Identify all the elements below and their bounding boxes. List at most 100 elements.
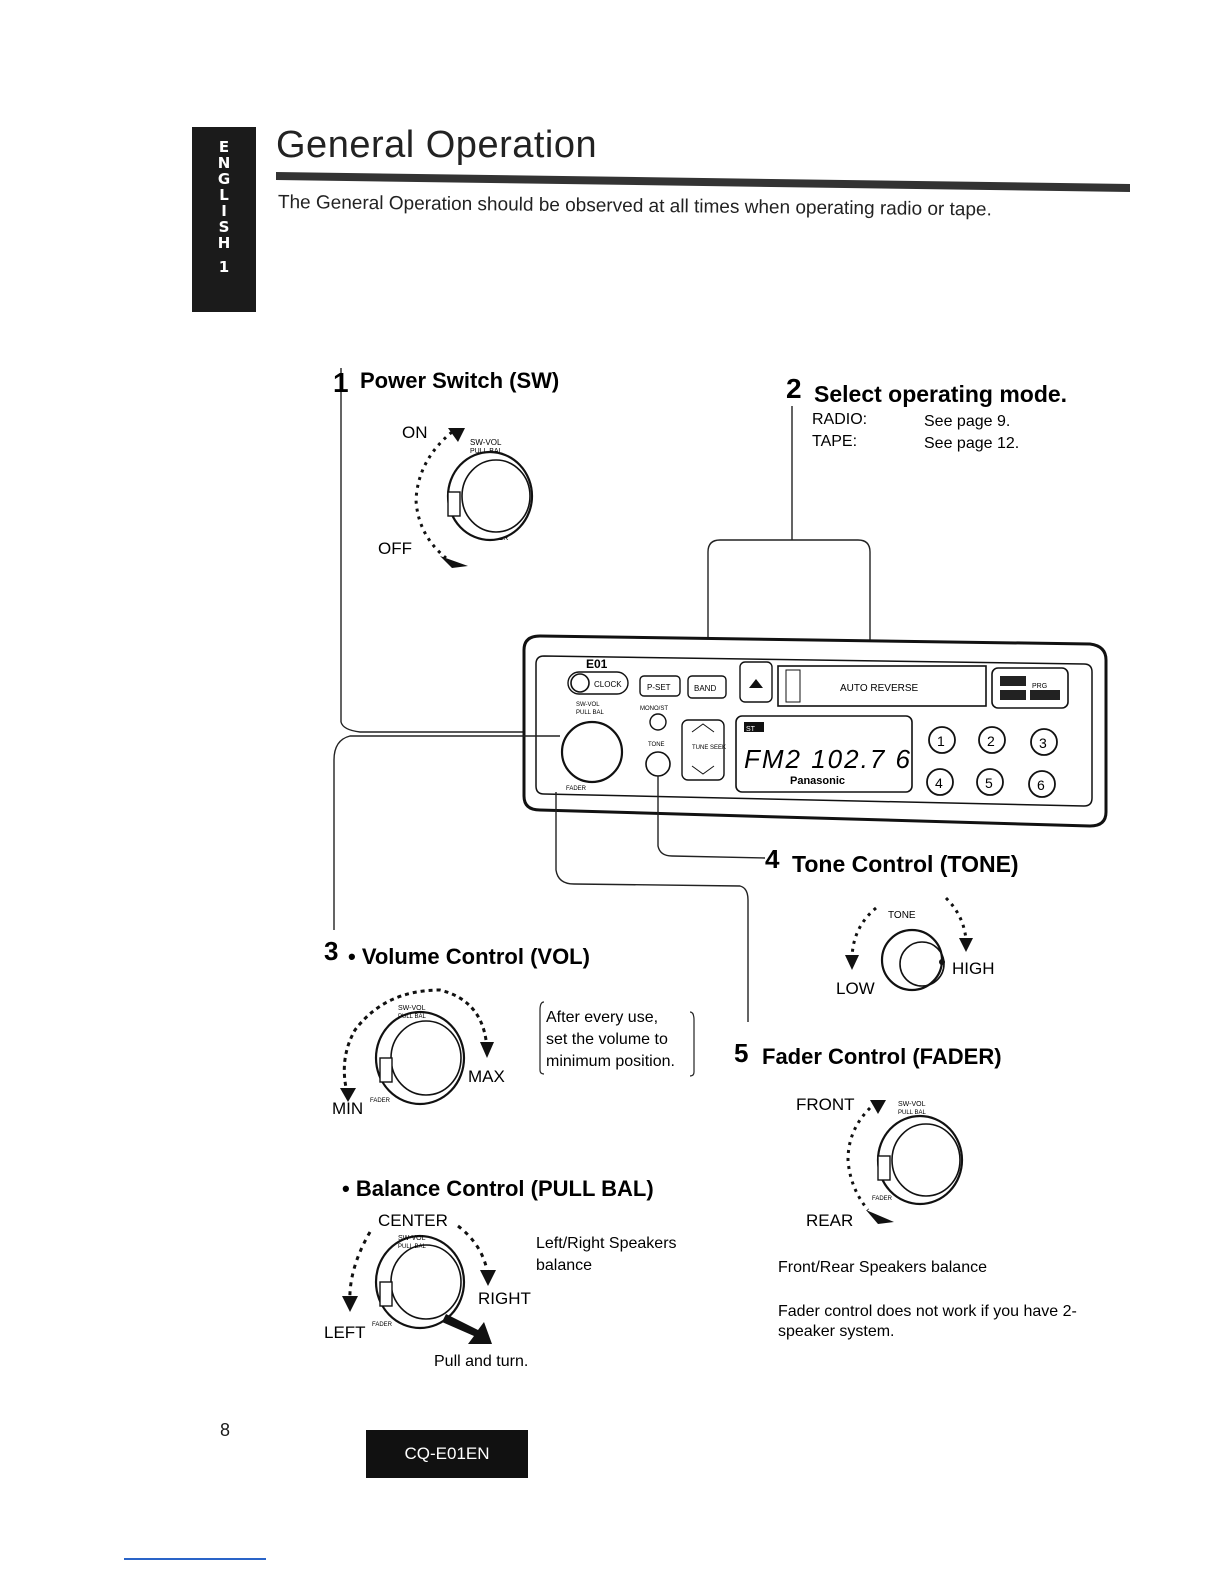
max-label: MAX — [468, 1067, 505, 1086]
high-label: HIGH — [952, 959, 995, 978]
step-number: 1 — [333, 367, 349, 398]
section-title: • Balance Control (PULL BAL) — [342, 1176, 654, 1201]
knob-label: PULL BAL — [898, 1110, 926, 1116]
fader-desc: Front/Rear Speakers balance — [778, 1259, 987, 1276]
balance-desc-line: balance — [536, 1257, 592, 1274]
arrow-icon — [480, 1270, 496, 1286]
fader-note-line: Fader control does not work if you have … — [778, 1303, 1077, 1320]
page-number: 8 — [220, 1420, 231, 1440]
preset-label: 5 — [985, 775, 993, 791]
preset-label: 6 — [1037, 777, 1045, 793]
select-mode-section: 2 Select operating mode. RADIO: See page… — [707, 373, 1067, 700]
front-label: FRONT — [796, 1095, 855, 1114]
knob-label: SW-VOL — [470, 438, 502, 447]
tone-knob-label: TONE — [888, 910, 916, 921]
knob-label: FADER — [370, 1098, 391, 1104]
step-title: Power Switch (SW) — [360, 368, 559, 393]
knob-label: PULL BAL — [398, 1244, 426, 1250]
tab-letter: H — [217, 234, 231, 252]
mode-label: TAPE: — [812, 433, 857, 450]
mono-button — [649, 713, 667, 731]
page-ref: See page 9. — [924, 413, 1010, 430]
radio-faceplate: E01 CLOCK P-SET BAND SW-VOL PULL BAL MON… — [522, 634, 1108, 828]
language-side-tab: E N G L I S H 1 — [192, 127, 256, 312]
arrow-icon — [448, 428, 465, 442]
preset-label: 1 — [937, 733, 945, 749]
title-rule — [276, 172, 1130, 192]
volume-note-line: After every use, — [546, 1009, 658, 1026]
mono-label: MONO/ST — [640, 706, 668, 712]
model-footer-badge: CQ-E01EN — [366, 1430, 528, 1478]
arrow-icon — [342, 1296, 358, 1312]
frequency-display: FM2 102.7 6 — [744, 744, 912, 774]
tune-seek-button — [681, 719, 725, 781]
tab-letter: N — [217, 154, 231, 172]
fader-label: FADER — [566, 786, 587, 792]
prg-label: PRG — [1032, 683, 1047, 690]
tone-knob-icon — [880, 928, 944, 992]
eject-icon — [749, 679, 763, 688]
tone-label: TONE — [648, 742, 665, 748]
tab-letter: I — [221, 202, 227, 220]
tab-letter: E — [218, 138, 230, 156]
tape-controls — [991, 667, 1069, 709]
step-number: 4 — [765, 844, 780, 874]
stereo-badge: ST — [746, 726, 756, 733]
tab-letter: L — [219, 186, 229, 204]
knob-label: SW-VOL — [398, 1235, 426, 1242]
page-title: General Operation — [276, 124, 598, 166]
cassette-slot — [777, 665, 987, 707]
left-label: LEFT — [324, 1323, 366, 1342]
preset-label: 2 — [987, 733, 995, 749]
fader-control-section: 5 Fader Control (FADER) FRONT REAR SW-VO… — [734, 1038, 1077, 1340]
balance-desc-line: Left/Right Speakers — [536, 1235, 677, 1252]
knob-label: FADER — [372, 1322, 393, 1328]
on-label: ON — [402, 423, 428, 442]
volume-control-section: 3 • Volume Control (VOL) SW-VOL PULL BAL… — [324, 936, 695, 1118]
pset-button — [639, 675, 681, 697]
knob-label: SW-VOL — [398, 1005, 426, 1012]
step-title: Tone Control (TONE) — [792, 851, 1019, 877]
band-button — [687, 675, 727, 699]
tone-knob-icon — [645, 751, 671, 777]
knob-label: PULL BAL — [398, 1014, 426, 1020]
pull-and-turn: Pull and turn. — [434, 1353, 528, 1370]
pull-arrow-icon — [442, 1314, 492, 1344]
arrow-icon — [866, 1210, 894, 1224]
knob-label: PULL BAL — [576, 710, 604, 716]
arrow-icon — [340, 1088, 356, 1102]
mode-label: RADIO: — [812, 411, 867, 428]
right-label: RIGHT — [478, 1289, 531, 1308]
page-ref: See page 12. — [924, 435, 1019, 452]
arrow-icon — [480, 1042, 494, 1058]
tab-letter: S — [218, 218, 230, 236]
knob-label: SW-VOL — [898, 1101, 926, 1108]
arrow-icon — [845, 955, 859, 970]
arrow-icon — [440, 556, 468, 568]
tone-control-section: 4 Tone Control (TONE) TONE LOW HIGH — [765, 844, 1019, 998]
preset-buttons: 1 2 3 4 5 6 — [926, 726, 1058, 798]
balance-control-section: • Balance Control (PULL BAL) CENTER SW-V… — [324, 1176, 677, 1370]
step-number: 5 — [734, 1038, 748, 1068]
knob-label: FADER — [872, 1196, 893, 1202]
min-label: MIN — [332, 1099, 363, 1118]
preset-label: 4 — [935, 775, 943, 791]
power-switch-section: 1 Power Switch (SW) ON OFF SW-VOL PULL B… — [333, 367, 560, 733]
clock-label: CLOCK — [594, 680, 622, 689]
step-number: 2 — [786, 373, 802, 404]
volume-note-line: set the volume to — [546, 1031, 668, 1048]
lcd-display — [735, 715, 913, 793]
model-label: E01 — [586, 657, 608, 671]
step-number: 3 — [324, 936, 338, 966]
band-label: BAND — [694, 684, 716, 693]
arrow-icon — [959, 938, 973, 952]
brand-label: Panasonic — [790, 775, 845, 787]
fader-note-line: speaker system. — [778, 1323, 894, 1340]
tab-letter: G — [217, 170, 231, 188]
volume-knob-icon — [560, 720, 624, 784]
center-label: CENTER — [378, 1211, 448, 1230]
volume-note-line: minimum position. — [546, 1053, 675, 1070]
tab-section-number: 1 — [218, 258, 230, 276]
tune-label: TUNE SEEK — [692, 745, 726, 751]
